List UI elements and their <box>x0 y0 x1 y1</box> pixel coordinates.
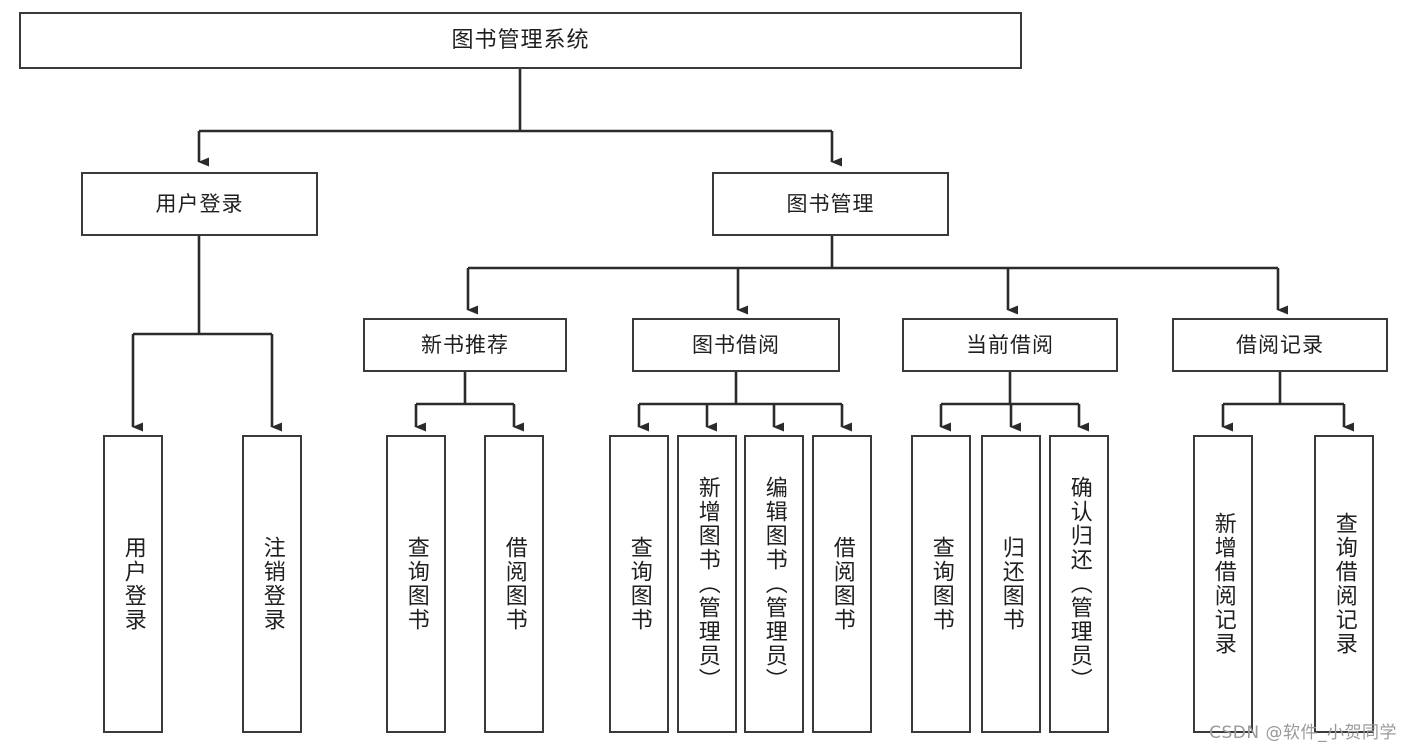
node-leaf-borrow-book-2[interactable]: 借阅图书 <box>812 435 872 733</box>
node-current-borrow-label: 当前借阅 <box>966 332 1054 357</box>
node-leaf-query-record[interactable]: 查询借阅记录 <box>1314 435 1374 733</box>
node-leaf-query-record-label: 查询借阅记录 <box>1331 512 1357 656</box>
node-root[interactable]: 图书管理系统 <box>19 12 1022 69</box>
node-leaf-borrow-book-1-label: 借阅图书 <box>501 536 527 632</box>
node-leaf-add-record-label: 新增借阅记录 <box>1210 512 1236 656</box>
node-new-book-rec-label: 新书推荐 <box>421 332 509 357</box>
node-leaf-query-book-1[interactable]: 查询图书 <box>386 435 446 733</box>
node-book-manage-label: 图书管理 <box>786 191 875 216</box>
node-leaf-user-login[interactable]: 用户登录 <box>103 435 163 733</box>
node-root-label: 图书管理系统 <box>451 27 590 53</box>
node-leaf-query-book-2-label: 查询图书 <box>626 536 652 632</box>
node-leaf-add-book-label: 新增图书（管理员） <box>694 476 720 692</box>
node-leaf-query-book-3-label: 查询图书 <box>928 536 954 632</box>
node-leaf-user-login-label: 用户登录 <box>120 536 146 632</box>
node-leaf-add-record[interactable]: 新增借阅记录 <box>1193 435 1253 733</box>
node-leaf-add-book[interactable]: 新增图书（管理员） <box>677 435 737 733</box>
node-borrow-record[interactable]: 借阅记录 <box>1172 318 1388 372</box>
node-new-book-rec[interactable]: 新书推荐 <box>363 318 567 372</box>
node-leaf-borrow-book-2-label: 借阅图书 <box>829 536 855 632</box>
node-leaf-return-book[interactable]: 归还图书 <box>981 435 1041 733</box>
node-book-borrow-label: 图书借阅 <box>692 332 780 357</box>
node-borrow-record-label: 借阅记录 <box>1236 332 1324 357</box>
node-current-borrow[interactable]: 当前借阅 <box>902 318 1118 372</box>
node-leaf-query-book-3[interactable]: 查询图书 <box>911 435 971 733</box>
node-leaf-edit-book-label: 编辑图书（管理员） <box>761 476 787 692</box>
node-leaf-confirm-return[interactable]: 确认归还（管理员） <box>1049 435 1109 733</box>
node-book-manage[interactable]: 图书管理 <box>712 172 949 236</box>
node-leaf-query-book-1-label: 查询图书 <box>403 536 429 632</box>
node-leaf-borrow-book-1[interactable]: 借阅图书 <box>484 435 544 733</box>
node-leaf-query-book-2[interactable]: 查询图书 <box>609 435 669 733</box>
watermark-text: CSDN @软件_小贺同学 <box>1209 723 1397 743</box>
node-user-login-label: 用户登录 <box>155 191 244 216</box>
node-leaf-confirm-return-label: 确认归还（管理员） <box>1066 476 1092 692</box>
node-leaf-logout-label: 注销登录 <box>259 536 285 632</box>
node-leaf-logout[interactable]: 注销登录 <box>242 435 302 733</box>
node-user-login[interactable]: 用户登录 <box>81 172 318 236</box>
node-leaf-return-book-label: 归还图书 <box>998 536 1024 632</box>
node-leaf-edit-book[interactable]: 编辑图书（管理员） <box>744 435 804 733</box>
node-book-borrow[interactable]: 图书借阅 <box>632 318 840 372</box>
